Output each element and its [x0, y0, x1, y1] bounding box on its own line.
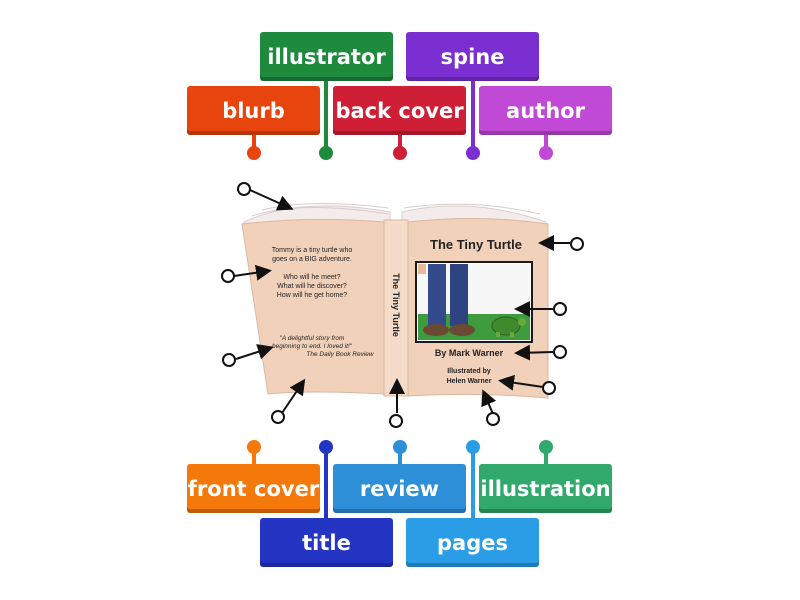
label-review-text: review — [359, 476, 440, 501]
label-illustrator-text: illustrator — [267, 44, 386, 69]
front-cover-dot — [247, 440, 261, 454]
label-title-text: title — [302, 530, 351, 555]
illustrator-dot — [319, 146, 333, 160]
pages-dot — [466, 440, 480, 454]
spine-title: The Tiny Turtle — [391, 273, 401, 337]
blurb-line1: Tommy is a tiny turtle who — [272, 247, 353, 254]
target-illustration[interactable] — [553, 302, 567, 316]
label-review[interactable]: review — [333, 464, 466, 513]
target-review[interactable] — [222, 353, 236, 367]
label-illustration-text: illustration — [480, 476, 611, 501]
book-back-cover — [241, 218, 385, 395]
review-source: The Daily Book Review — [306, 351, 374, 358]
label-illustration[interactable]: illustration — [479, 464, 612, 513]
spine-connector — [471, 80, 475, 152]
label-spine[interactable]: spine — [406, 32, 539, 81]
label-spine-text: spine — [440, 44, 505, 69]
review-connector — [398, 448, 402, 466]
cover-author: By Mark Warner — [435, 348, 504, 358]
pages-connector — [471, 448, 475, 520]
label-illustrator[interactable]: illustrator — [260, 32, 393, 81]
back-cover-connector — [398, 134, 402, 152]
title-connector — [324, 448, 328, 520]
label-author[interactable]: author — [479, 86, 612, 135]
cover-illustration — [415, 261, 533, 343]
target-blurb[interactable] — [221, 269, 235, 283]
cover-illustrator-name: Helen Warner — [447, 378, 492, 385]
blurb-dot — [247, 146, 261, 160]
cover-title: The Tiny Turtle — [430, 237, 522, 252]
review-dot — [393, 440, 407, 454]
author-connector — [544, 134, 548, 152]
label-blurb-text: blurb — [222, 98, 285, 123]
label-back-cover-text: back cover — [335, 98, 464, 123]
blurb-line2: goes on a BIG adventure. — [272, 256, 352, 263]
blurb-question1: Who will he meet? — [283, 274, 340, 281]
target-title[interactable] — [570, 237, 584, 251]
label-title[interactable]: title — [260, 518, 393, 567]
title-dot — [319, 440, 333, 454]
illustrator-connector — [324, 80, 328, 152]
back-cover-dot — [393, 146, 407, 160]
blurb-question3: How will he get home? — [277, 292, 348, 299]
review-line1: "A delightful story from — [280, 335, 346, 342]
label-front-cover-text: front cover — [187, 476, 320, 501]
review-line2: beginning to end. I loved it!" — [272, 343, 353, 350]
front-cover-connector — [252, 448, 256, 466]
pointer-arrows — [233, 189, 570, 415]
target-author[interactable] — [553, 345, 567, 359]
target-spine[interactable] — [389, 414, 403, 428]
book-spine — [383, 219, 409, 397]
label-back-cover[interactable]: back cover — [333, 86, 466, 135]
blurb-connector — [252, 134, 256, 152]
label-blurb[interactable]: blurb — [187, 86, 320, 135]
target-pages[interactable] — [237, 182, 251, 196]
target-illustrator[interactable] — [542, 381, 556, 395]
label-front-cover[interactable]: front cover — [187, 464, 320, 513]
target-front-cover[interactable] — [486, 412, 500, 426]
label-pages-text: pages — [437, 530, 508, 555]
target-back-cover[interactable] — [271, 410, 285, 424]
cover-illustrated-by: Illustrated by — [447, 368, 491, 375]
blurb-question2: What will he discover? — [277, 283, 347, 290]
illustration-connector — [544, 448, 548, 466]
illustration-dot — [539, 440, 553, 454]
label-author-text: author — [506, 98, 585, 123]
spine-dot — [466, 146, 480, 160]
author-dot — [539, 146, 553, 160]
label-pages[interactable]: pages — [406, 518, 539, 567]
